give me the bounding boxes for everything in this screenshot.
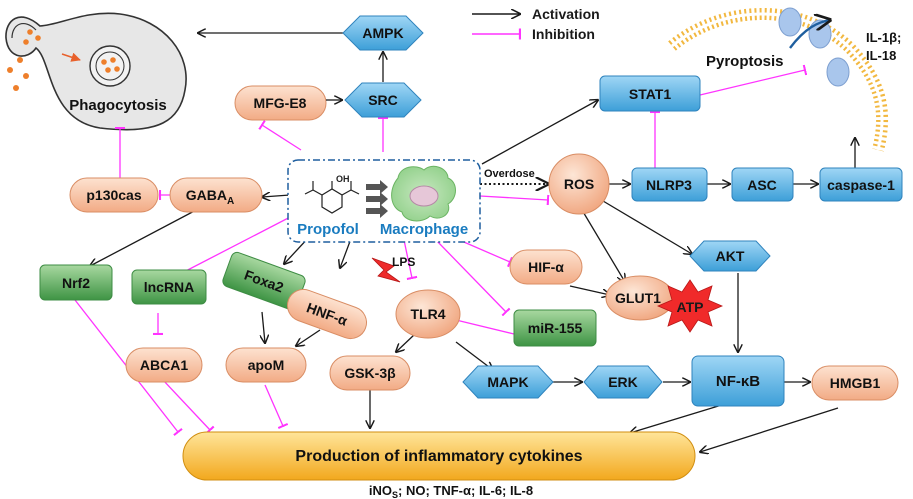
pyroptosis-label: Pyroptosis (706, 53, 784, 70)
node-apom: apoM (225, 347, 307, 383)
svg-text:ROS: ROS (564, 176, 594, 192)
svg-text:TLR4: TLR4 (411, 306, 446, 322)
svg-text:GSK-3β: GSK-3β (344, 365, 396, 381)
node-production: Production of inflammatory cytokines (182, 431, 696, 481)
lps-lightning-icon: LPS (371, 255, 415, 283)
node-akt: AKT (689, 240, 771, 272)
activation-arrows-icon (366, 180, 388, 218)
node-hnf: HNF-α (287, 288, 367, 340)
node-p130cas: p130cas (69, 177, 159, 213)
svg-text:HIF-α: HIF-α (528, 259, 564, 275)
pyroptosis-membrane: Pyroptosis IL-1β; IL-18 (668, 7, 901, 152)
node-asc: ASC (731, 167, 794, 202)
overdose-label: Overdose (484, 168, 535, 180)
node-mir155: miR-155 (513, 309, 597, 347)
svg-text:ABCA1: ABCA1 (140, 357, 188, 373)
propofol-label: Propofol (297, 221, 359, 238)
svg-text:MAPK: MAPK (487, 374, 528, 390)
svg-text:apoM: apoM (248, 357, 285, 373)
node-glut1: GLUT1 (605, 275, 675, 321)
atp-burst-icon: ATP (656, 279, 724, 333)
svg-text:GABAA: GABAA (186, 187, 234, 207)
legend: Activation Inhibition (472, 6, 600, 42)
svg-text:GLUT1: GLUT1 (615, 290, 661, 306)
node-hif: HIF-α (509, 249, 583, 285)
node-lncrna: lncRNA (131, 269, 207, 305)
svg-text:SRC: SRC (368, 92, 398, 108)
node-erk: ERK (583, 365, 663, 399)
svg-text:caspase-1: caspase-1 (827, 177, 895, 193)
svg-text:miR-155: miR-155 (528, 320, 583, 336)
node-ros: ROS (548, 153, 610, 215)
legend-activation-label: Activation (532, 6, 600, 22)
svg-text:AMPK: AMPK (362, 25, 403, 41)
node-caspase1: caspase-1 (819, 167, 903, 202)
node-nlrp3: NLRP3 (631, 167, 708, 202)
svg-text:STAT1: STAT1 (629, 86, 671, 102)
lps-label: LPS (392, 255, 415, 269)
center-propofol-macrophage: OH Propofol Macrophage (287, 159, 481, 243)
svg-text:AKT: AKT (716, 248, 745, 264)
macrophage-cell-icon (391, 165, 456, 222)
node-ampk: AMPK (342, 15, 424, 51)
cytokines-list: iNOS; NO; TNF-α; IL-6; IL-8 (369, 483, 533, 499)
node-nfkb: NF-κB (691, 355, 785, 407)
phagocytosis-label: Phagocytosis (69, 97, 167, 114)
il1b-label: IL-1β; (866, 30, 901, 45)
il18-label: IL-18 (866, 48, 896, 63)
node-abca1: ABCA1 (125, 347, 203, 383)
node-gsk: GSK-3β (329, 355, 411, 391)
macrophage-label: Macrophage (380, 221, 468, 238)
node-mfge8: MFG-E8 (234, 85, 327, 121)
svg-text:OH: OH (336, 174, 350, 184)
svg-text:MFG-E8: MFG-E8 (254, 95, 307, 111)
node-hmgb1: HMGB1 (811, 365, 899, 401)
node-mapk: MAPK (462, 365, 554, 399)
svg-text:NF-κB: NF-κB (716, 373, 760, 390)
node-stat1: STAT1 (599, 75, 701, 112)
node-tlr4: TLR4 (395, 289, 461, 339)
svg-text:p130cas: p130cas (86, 187, 141, 203)
node-nrf2: Nrf2 (39, 264, 113, 301)
svg-text:lncRNA: lncRNA (144, 279, 195, 295)
svg-text:HMGB1: HMGB1 (830, 375, 881, 391)
production-label: Production of inflammatory cytokines (295, 448, 582, 465)
svg-text:NLRP3: NLRP3 (646, 177, 692, 193)
legend-inhibition-label: Inhibition (532, 26, 595, 42)
atp-label: ATP (677, 299, 704, 315)
node-gaba: GABAA (169, 177, 263, 213)
node-src: SRC (344, 82, 422, 118)
propofol-structure-icon (304, 181, 360, 214)
svg-text:ASC: ASC (747, 177, 777, 193)
phagocytosis-cell: Phagocytosis (5, 12, 187, 131)
svg-text:ERK: ERK (608, 374, 638, 390)
svg-text:Nrf2: Nrf2 (62, 275, 90, 291)
